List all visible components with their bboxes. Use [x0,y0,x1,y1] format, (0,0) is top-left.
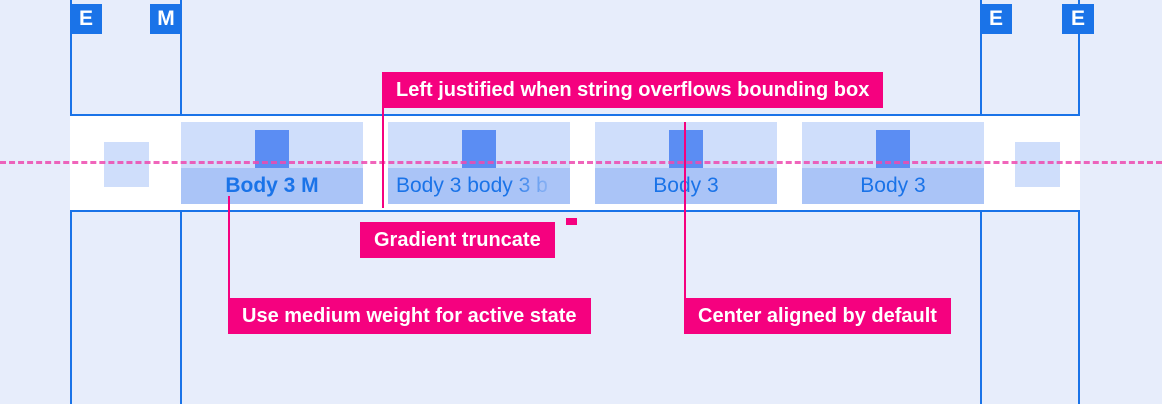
annotation-leader-medium-weight [228,196,230,298]
tab-body-3-third[interactable]: Body 3 [595,122,777,204]
tab-body-3-m[interactable]: Body 3 M [181,122,363,204]
tab-icon-band [802,122,984,168]
gradient-truncate-mask [508,168,570,204]
annotation-leader-overflow [382,108,384,208]
baseline-guide [0,161,1162,164]
tab-label: Body 3 [595,168,777,204]
endcap-placeholder-left [104,142,149,187]
spacing-marker-edge-left: E [70,4,102,34]
annotation-nub-gradient [566,218,577,225]
tab-label: Body 3 body 3 b [388,168,570,204]
annotation-gradient-truncate: Gradient truncate [360,222,555,258]
annotation-overflow: Left justified when string overflows bou… [382,72,884,108]
endcap-placeholder-right [1015,142,1060,187]
annotation-leader-center-aligned [684,122,686,298]
tab-label: Body 3 [802,168,984,204]
spacing-marker-medium-left: M [150,4,182,34]
spacing-marker-edge-right: E [980,4,1012,34]
tab-icon-band [595,122,777,168]
tab-label: Body 3 M [181,168,363,204]
annotation-center-aligned: Center aligned by default [684,298,951,334]
tab-body-3-fourth[interactable]: Body 3 [802,122,984,204]
tab-body-3-body-3-b[interactable]: Body 3 body 3 b [388,122,570,204]
spacing-marker-edge-outer: E [1062,4,1094,34]
annotation-medium-weight: Use medium weight for active state [228,298,591,334]
tab-icon-band [181,122,363,168]
